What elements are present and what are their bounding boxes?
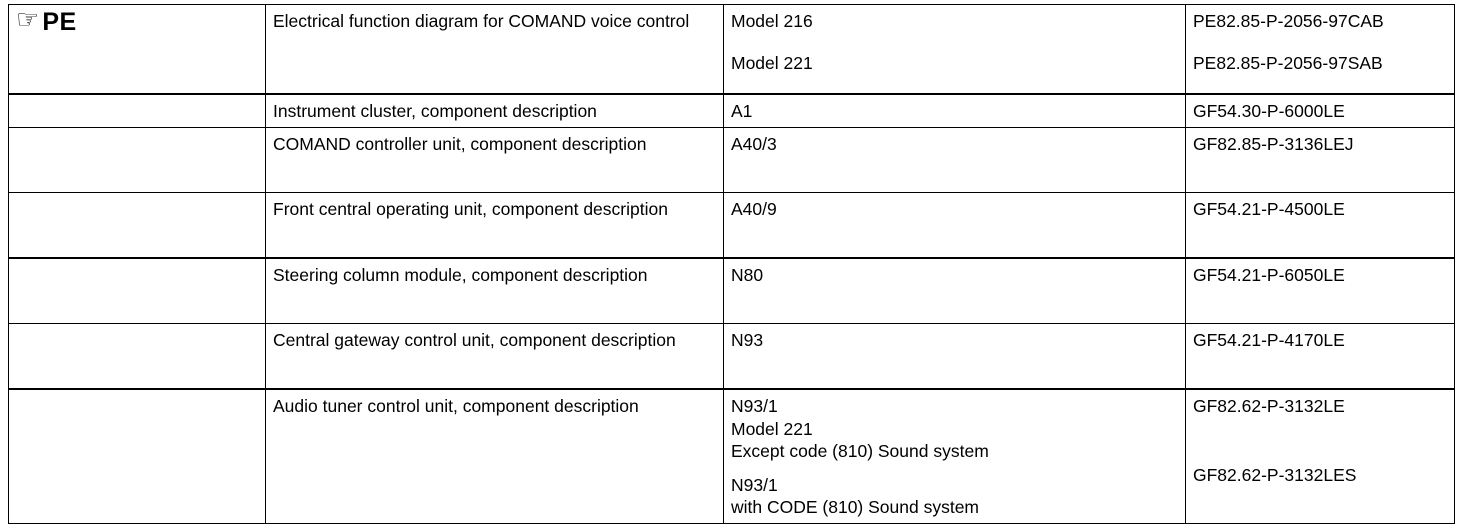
description-line: COMAND controller unit, component descri…	[273, 134, 647, 155]
description-cell: COMAND controller unit, component descri…	[265, 127, 724, 194]
marker-cell	[8, 192, 266, 260]
identifier-cell: A1	[723, 93, 1186, 129]
table-row: Central gateway control unit, component …	[8, 323, 1455, 391]
table-row: Instrument cluster, component descriptio…	[8, 93, 1455, 129]
identifier-line: N93	[731, 330, 764, 351]
reference-line: PE82.85-P-2056-97SAB	[1193, 53, 1383, 74]
reference-cell: GF54.30-P-6000LE	[1185, 93, 1455, 129]
marker-label: PE	[42, 8, 77, 36]
identifier-line: A1	[731, 101, 753, 121]
marker-cell: ☞ PE	[8, 4, 266, 95]
description-line: Electrical function diagram for COMAND v…	[273, 11, 690, 31]
identifier-cell: A40/3	[723, 127, 1186, 194]
reference-line: GF82.62-P-3132LE	[1193, 396, 1345, 417]
description-cell: Electrical function diagram for COMAND v…	[265, 4, 724, 95]
reference-line: GF54.21-P-4500LE	[1193, 199, 1345, 220]
identifier-line: Except code (810) Sound system	[731, 441, 989, 462]
marker-cell	[8, 388, 266, 524]
pointing-hand-icon: ☞	[16, 4, 40, 34]
description-cell: Steering column module, component descri…	[265, 257, 724, 325]
description-cell: Instrument cluster, component descriptio…	[265, 93, 724, 129]
identifier-line: with CODE (810) Sound system	[731, 496, 980, 517]
identifier-line: Model 216	[731, 11, 813, 31]
description-line: Steering column module, component descri…	[273, 265, 648, 286]
description-cell: Front central operating unit, component …	[265, 192, 724, 260]
identifier-line: A40/9	[731, 199, 777, 220]
reference-table: ☞ PE Electrical function diagram for COM…	[8, 4, 1455, 524]
reference-cell: GF82.85-P-3136LEJ	[1185, 127, 1455, 194]
identifier-line: N80	[731, 265, 764, 286]
marker-cell	[8, 93, 266, 129]
reference-cell: PE82.85-P-2056-97CAB PE82.85-P-2056-97SA…	[1185, 4, 1455, 95]
reference-line: PE82.85-P-2056-97CAB	[1193, 11, 1384, 31]
table-row: ☞ PE Electrical function diagram for COM…	[8, 4, 1455, 95]
identifier-line: A40/3	[731, 134, 777, 155]
reference-line: GF82.62-P-3132LES	[1193, 464, 1357, 485]
table-row: Audio tuner control unit, component desc…	[8, 388, 1455, 524]
identifier-line: N93/1	[731, 474, 778, 495]
identifier-line: Model 221	[731, 418, 813, 439]
description-cell: Audio tuner control unit, component desc…	[265, 388, 724, 524]
reference-cell: GF82.62-P-3132LE GF82.62-P-3132LES	[1185, 388, 1455, 524]
marker-cell	[8, 127, 266, 194]
description-line: Instrument cluster, component descriptio…	[273, 101, 597, 121]
marker-cell	[8, 323, 266, 391]
description-line: Audio tuner control unit, component desc…	[273, 396, 639, 417]
table-row: Steering column module, component descri…	[8, 257, 1455, 325]
reference-line: GF54.21-P-4170LE	[1193, 330, 1345, 351]
identifier-line: N93/1	[731, 396, 778, 417]
identifier-line: Model 221	[731, 53, 813, 74]
reference-cell: GF54.21-P-4500LE	[1185, 192, 1455, 260]
reference-cell: GF54.21-P-4170LE	[1185, 323, 1455, 391]
identifier-cell: N93/1 Model 221 Except code (810) Sound …	[723, 388, 1186, 524]
reference-cell: GF54.21-P-6050LE	[1185, 257, 1455, 325]
description-line: Front central operating unit, component …	[273, 199, 668, 220]
table-row: COMAND controller unit, component descri…	[8, 127, 1455, 194]
marker-cell	[8, 257, 266, 325]
identifier-cell: N93	[723, 323, 1186, 391]
identifier-cell: A40/9	[723, 192, 1186, 260]
reference-line: GF82.85-P-3136LEJ	[1193, 134, 1354, 155]
identifier-cell: N80	[723, 257, 1186, 325]
reference-line: GF54.30-P-6000LE	[1193, 101, 1345, 121]
description-cell: Central gateway control unit, component …	[265, 323, 724, 391]
description-line: Central gateway control unit, component …	[273, 330, 676, 351]
pe-marker: ☞ PE	[16, 4, 258, 36]
table-row: Front central operating unit, component …	[8, 192, 1455, 260]
reference-line: GF54.21-P-6050LE	[1193, 265, 1345, 286]
identifier-cell: Model 216 Model 221	[723, 4, 1186, 95]
